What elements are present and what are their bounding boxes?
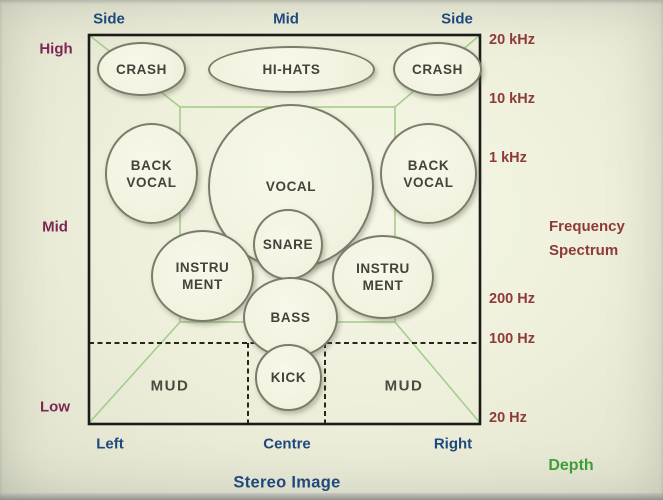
stereo-top-label-side-right: Side (441, 10, 473, 28)
bubble-label: KICK (270, 370, 307, 385)
bubble-label: VOCAL (265, 179, 317, 194)
bubble-hi-hats: HI-HATS (208, 46, 375, 93)
bubble-label: HI-HATS (262, 62, 321, 77)
bubble-label: INSTRU MENT (356, 261, 410, 293)
bubble-crash-left: CRASH (97, 42, 186, 96)
stereo-top-label-side-left: Side (93, 10, 125, 28)
frequency-tick-100hz: 100 Hz (489, 331, 535, 347)
bubble-back-vocal-right: BACK VOCAL (380, 123, 477, 224)
bubble-label: INSTRU MENT (175, 260, 230, 292)
mud-zone-right-label: MUD (384, 377, 424, 395)
bubble-label: CRASH (115, 61, 167, 77)
stereo-axis-title: Stereo Image (233, 473, 341, 492)
bubble-label: BACK VOCAL (403, 157, 454, 190)
frequency-tick-10khz: 10 kHz (489, 91, 535, 107)
plot-box-border (87, 33, 482, 426)
bubble-label: CRASH (411, 61, 463, 77)
bubble-instrument-right: INSTRU MENT (332, 235, 434, 319)
stereo-bottom-label-centre: Centre (263, 435, 311, 453)
stereo-bottom-label-right: Right (433, 435, 473, 453)
bubble-label: BACK VOCAL (126, 157, 177, 190)
frequency-axis-title: Frequency Spectrum (549, 218, 625, 259)
bubble-label: SNARE (262, 237, 314, 252)
bubble-back-vocal-left: BACK VOCAL (105, 123, 198, 224)
bubble-crash-right: CRASH (393, 42, 482, 96)
stereo-top-label-mid: Mid (273, 10, 299, 28)
bubble-label: BASS (270, 310, 311, 325)
bubble-instrument-left: INSTRU MENT (151, 230, 254, 322)
frequency-level-low: Low (40, 398, 70, 416)
frequency-tick-200hz: 200 Hz (489, 291, 535, 307)
frequency-tick-20khz: 20 kHz (489, 32, 535, 48)
bubble-snare: SNARE (253, 209, 323, 280)
frequency-level-high: High (39, 40, 73, 58)
frequency-tick-20hz: 20 Hz (489, 410, 527, 426)
stereo-bottom-label-left: Left (96, 435, 124, 453)
photo-bottom-edge (0, 493, 663, 500)
depth-label: Depth (548, 457, 594, 474)
bubble-kick: KICK (255, 344, 322, 411)
frequency-tick-1khz: 1 kHz (489, 150, 527, 166)
frequency-level-mid: Mid (42, 218, 68, 236)
mud-zone-left-label: MUD (150, 377, 190, 395)
